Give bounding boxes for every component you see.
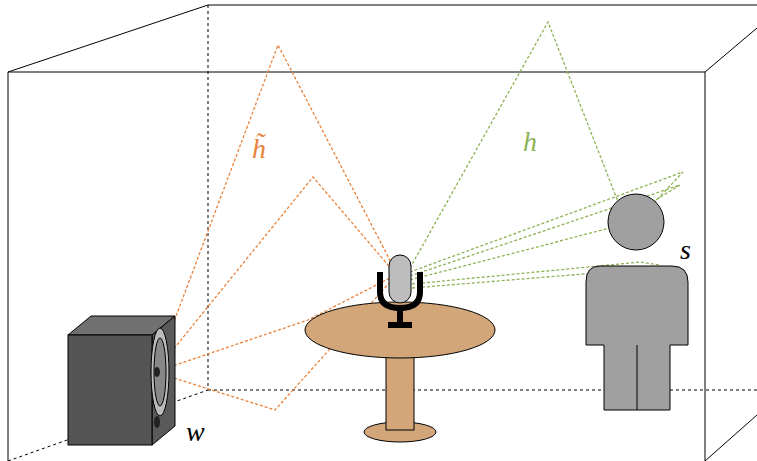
table-symbol xyxy=(305,302,495,442)
path-label: h xyxy=(523,128,537,156)
source-label: w xyxy=(186,418,205,446)
speaker-symbol xyxy=(68,316,175,445)
source-label: s xyxy=(680,236,691,264)
path-label: h̃ xyxy=(252,135,266,163)
microphone-symbol xyxy=(380,255,420,328)
person-symbol xyxy=(586,194,688,410)
